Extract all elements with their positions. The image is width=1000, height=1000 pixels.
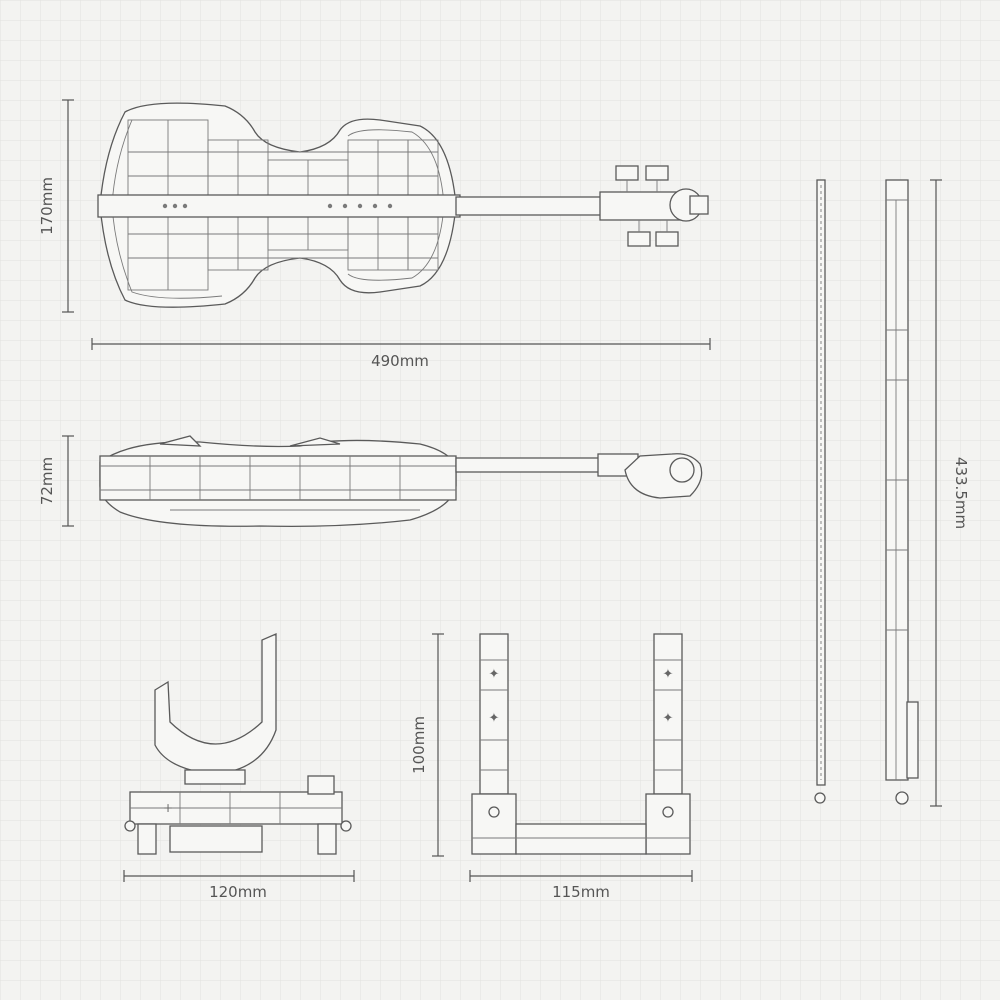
svg-text:✦: ✦ <box>489 711 500 726</box>
stand-side-view: + <box>124 633 352 855</box>
svg-text:✦: ✦ <box>663 711 674 726</box>
dim-top-length: 490mm <box>91 338 711 370</box>
dim-side-height: 72mm <box>38 435 74 527</box>
dim-stand-side: 120mm <box>123 870 355 901</box>
dim-label-433: 433.5mm <box>952 457 970 529</box>
dim-label-115: 115mm <box>552 883 610 901</box>
dim-stand-front: 115mm <box>469 870 693 901</box>
dim-label-490: 490mm <box>371 352 429 370</box>
dim-label-120: 120mm <box>209 883 267 901</box>
svg-text:✦: ✦ <box>489 667 500 682</box>
dim-bow-length: 433.5mm <box>930 179 970 807</box>
dim-label-72: 72mm <box>38 457 56 505</box>
svg-text:✦: ✦ <box>663 667 674 682</box>
stand-front-view: ✦ ✦ ✦ ✦ <box>471 633 691 855</box>
svg-text:+: + <box>163 801 173 815</box>
bow-front-view <box>885 179 919 805</box>
dim-top-height: 170mm <box>38 99 74 313</box>
dim-label-170: 170mm <box>38 177 56 235</box>
bow-side-view <box>814 179 826 804</box>
dim-stand-height: 100mm <box>410 633 444 857</box>
violin-side-view <box>99 435 703 528</box>
violin-top-view <box>97 102 709 308</box>
dim-label-100: 100mm <box>410 716 428 774</box>
